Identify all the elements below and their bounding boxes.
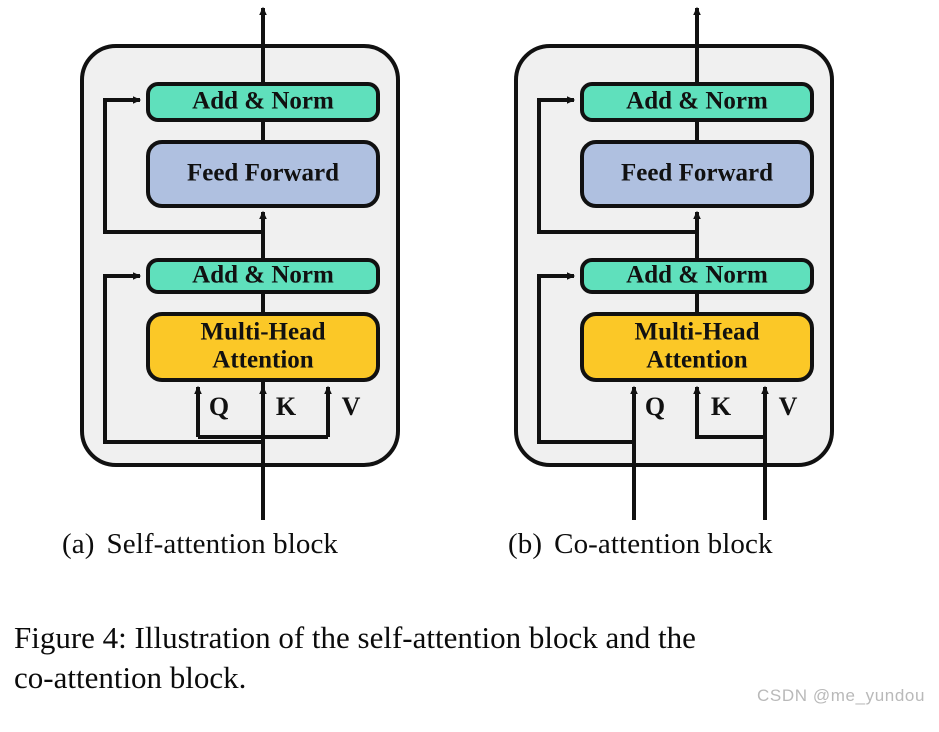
- residual-lower-b: [537, 272, 634, 444]
- block-label-line2: Attention: [212, 347, 313, 374]
- block-rect: [580, 312, 814, 382]
- subcaption-text-a: Self-attention block: [106, 528, 339, 560]
- block-rect: [580, 140, 814, 208]
- block-add-norm-top-b[interactable]: Add & Norm: [580, 82, 814, 122]
- block-label: Feed Forward: [621, 160, 773, 187]
- subcaption-tag-b: (b): [508, 528, 543, 560]
- residual-lower-a: [103, 272, 263, 444]
- block-label: Add & Norm: [192, 88, 334, 115]
- input-label-k-a: K: [276, 392, 297, 421]
- block-rect: [580, 82, 814, 122]
- block-rect: [146, 258, 380, 294]
- block-label-line1: Multi-Head: [201, 319, 326, 346]
- attention-blocks-diagram: Q K V Multi-Head Attention: [80, 6, 834, 520]
- input-label-q-a: Q: [209, 392, 229, 421]
- block-multi-head-attention-a[interactable]: Multi-Head Attention: [146, 312, 380, 382]
- residual-upper-b: [537, 96, 697, 234]
- block-label: Add & Norm: [192, 262, 334, 289]
- self-attention-panel: Q K V Multi-Head Attention: [80, 6, 400, 520]
- block-add-norm-bottom-b[interactable]: Add & Norm: [580, 258, 814, 294]
- block-label-line1: Multi-Head: [635, 319, 760, 346]
- subcaption-tag-a: (a): [62, 528, 95, 560]
- block-label: Add & Norm: [626, 262, 768, 289]
- subcaption-self-attention: (a) Self-attention block: [62, 528, 338, 561]
- block-feed-forward-b[interactable]: Feed Forward: [580, 140, 814, 208]
- input-label-q-b: Q: [645, 392, 665, 421]
- subcaption-row: (a) Self-attention block (b) Co-attention …: [0, 522, 939, 582]
- block-add-norm-bottom-a[interactable]: Add & Norm: [146, 258, 380, 294]
- block-rect: [146, 82, 380, 122]
- k-branch-b: [693, 385, 765, 439]
- block-label: Feed Forward: [187, 160, 339, 187]
- co-attention-panel: Q K V Multi-Head Attention Add & Norm: [514, 6, 834, 520]
- block-label-line2: Attention: [646, 347, 747, 374]
- block-rect: [580, 258, 814, 294]
- input-label-v-a: V: [342, 392, 361, 421]
- block-rect: [146, 312, 380, 382]
- input-label-v-b: V: [779, 392, 798, 421]
- watermark: CSDN @me_yundou: [757, 686, 925, 705]
- residual-upper-a: [103, 96, 263, 234]
- block-add-norm-top-a[interactable]: Add & Norm: [146, 82, 380, 122]
- subcaption-text-b: Co-attention block: [554, 528, 773, 560]
- block-rect: [146, 140, 380, 208]
- figure-caption: Figure 4: Illustration of the self-atten…: [14, 620, 696, 696]
- block-multi-head-attention-b[interactable]: Multi-Head Attention: [580, 312, 814, 382]
- block-label: Add & Norm: [626, 88, 768, 115]
- block-feed-forward-a[interactable]: Feed Forward: [146, 140, 380, 208]
- subcaption-co-attention: (b) Co-attention block: [508, 528, 773, 561]
- input-label-k-b: K: [711, 392, 732, 421]
